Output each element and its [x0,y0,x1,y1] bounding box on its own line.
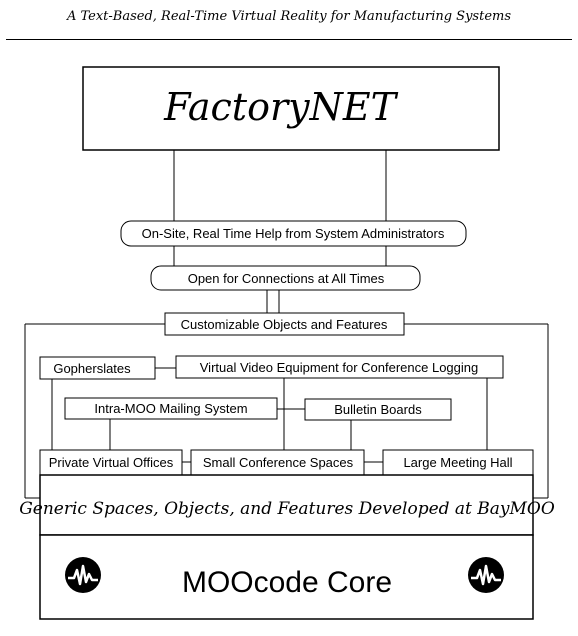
waveform-logo-icon [65,557,101,593]
open-connections-label: Open for Connections at All Times [188,271,385,286]
bulletin-boards-box: Bulletin Boards [304,398,452,421]
bulletin-boards-label: Bulletin Boards [334,402,422,417]
gopherslates-label: Gopherslates [53,361,131,376]
help-box-label: On-Site, Real Time Help from System Admi… [142,226,445,241]
generic-spaces-box: Generic Spaces, Objects, and Features De… [19,474,555,536]
mailing-system-label: Intra-MOO Mailing System [94,401,247,416]
small-conference-box: Small Conference Spaces [190,449,365,476]
generic-spaces-label: Generic Spaces, Objects, and Features De… [19,499,555,519]
moocode-core-box: MOOcode Core [39,534,534,620]
factorynet-box: FactoryNET [82,66,500,151]
connector-lines [24,150,549,499]
moocode-core-label: MOOcode Core [182,566,392,599]
video-equipment-box: Virtual Video Equipment for Conference L… [175,355,504,379]
gopherslates-box: Gopherslates [39,356,156,380]
private-offices-box: Private Virtual Offices [39,449,183,476]
mailing-system-box: Intra-MOO Mailing System [64,397,278,420]
video-equipment-label: Virtual Video Equipment for Conference L… [200,360,478,375]
custom-objects-label: Customizable Objects and Features [181,317,388,332]
open-connections-box: Open for Connections at All Times [150,265,421,291]
page-header-title: A Text-Based, Real-Time Virtual Reality … [66,9,512,24]
header-rule [6,39,572,40]
small-conference-label: Small Conference Spaces [203,455,354,470]
large-hall-label: Large Meeting Hall [403,455,512,470]
large-hall-box: Large Meeting Hall [382,449,534,476]
waveform-logo-icon [468,557,504,593]
factorynet-title: FactoryNET [163,85,398,129]
custom-objects-box: Customizable Objects and Features [164,312,405,336]
help-box: On-Site, Real Time Help from System Admi… [120,220,467,247]
private-offices-label: Private Virtual Offices [49,455,174,470]
